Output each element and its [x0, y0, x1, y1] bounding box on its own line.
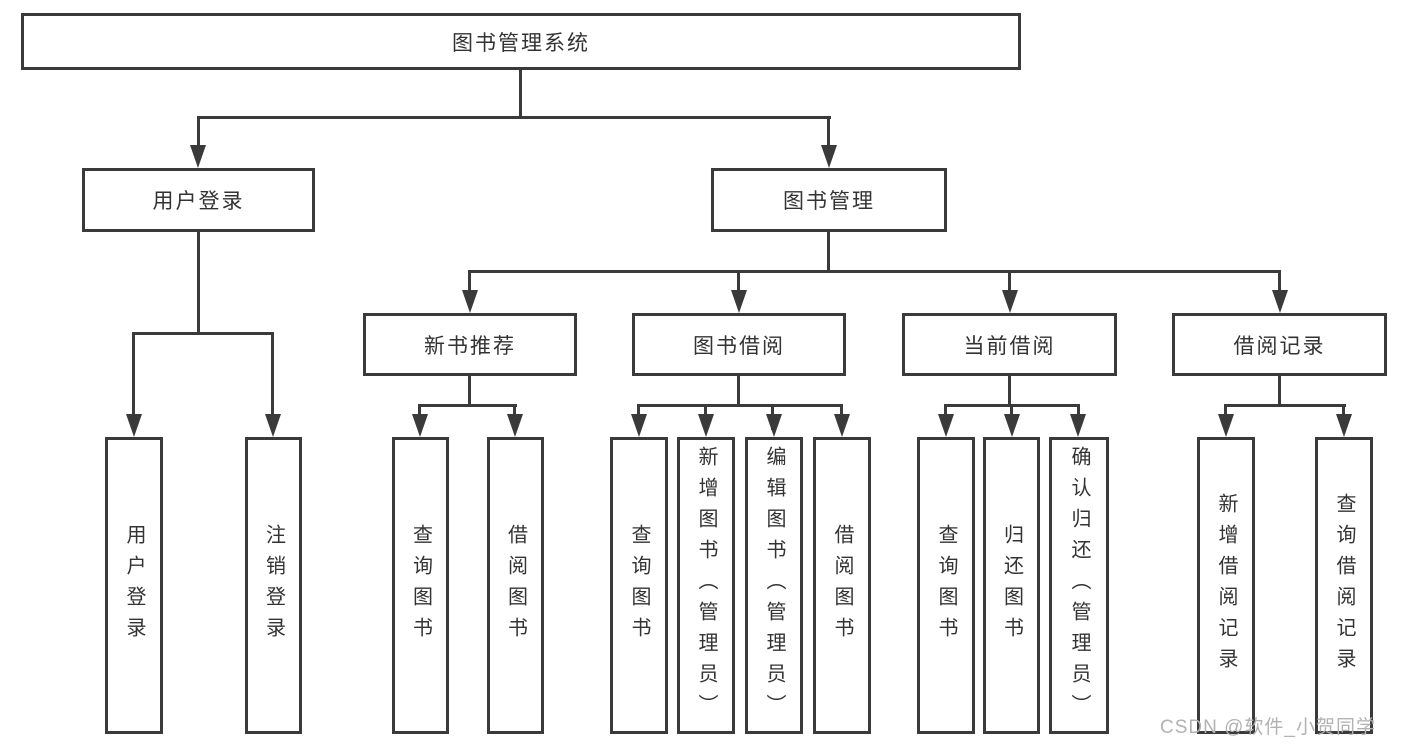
arrowhead-icon	[631, 414, 647, 437]
arrowhead-icon	[834, 414, 850, 437]
leaf-user-login: 用户登录	[105, 437, 163, 734]
connector-line	[132, 332, 274, 335]
arrowhead-icon	[1070, 414, 1086, 437]
leaf-confirm-return-admin: 确认归还（管理员）	[1049, 437, 1109, 734]
connector-line	[1278, 376, 1281, 405]
node-book-management: 图书管理	[711, 168, 947, 232]
leaf-logout-label: 注销登录	[262, 523, 285, 648]
leaf-edit-books-admin: 编辑图书（管理员）	[745, 437, 803, 734]
connector-line	[271, 332, 274, 420]
leaf-query-books-1-label: 查询图书	[409, 523, 432, 648]
leaf-query-books-2-label: 查询图书	[628, 523, 650, 648]
arrowhead-icon	[412, 414, 428, 437]
leaf-user-login-label: 用户登录	[123, 523, 145, 648]
connector-line	[637, 404, 843, 407]
arrowhead-icon	[766, 414, 782, 437]
node-new-book-recommend-label: 新书推荐	[424, 334, 516, 358]
leaf-borrow-books-2: 借阅图书	[813, 437, 871, 734]
connector-line	[1278, 270, 1281, 296]
leaf-edit-books-admin-label: 编辑图书（管理员）	[763, 446, 785, 725]
leaf-borrow-books-1-label: 借阅图书	[504, 523, 527, 648]
connector-line	[468, 270, 471, 296]
leaf-query-borrow-record: 查询借阅记录	[1315, 437, 1373, 734]
arrowhead-icon	[462, 290, 478, 313]
connector-line	[1224, 404, 1346, 407]
arrowhead-icon	[1272, 290, 1288, 313]
connector-line	[1008, 376, 1011, 405]
arrowhead-icon	[190, 145, 206, 168]
leaf-return-books: 归还图书	[983, 437, 1040, 734]
arrowhead-icon	[698, 414, 714, 437]
arrowhead-icon	[1004, 414, 1020, 437]
node-root: 图书管理系统	[21, 13, 1021, 70]
node-book-management-label: 图书管理	[783, 190, 875, 213]
node-current-borrow-label: 当前借阅	[963, 334, 1056, 358]
arrowhead-icon	[1002, 290, 1018, 313]
node-root-label: 图书管理系统	[452, 31, 590, 55]
arrowhead-icon	[821, 145, 837, 168]
leaf-confirm-return-admin-label: 确认归还（管理员）	[1068, 446, 1090, 725]
arrowhead-icon	[1218, 414, 1234, 437]
leaf-add-books-admin: 新增图书（管理员）	[677, 437, 735, 734]
connector-line	[737, 270, 740, 296]
connector-line	[737, 376, 740, 405]
arrowhead-icon	[938, 414, 954, 437]
connector-line	[468, 376, 471, 405]
arrowhead-icon	[731, 290, 747, 313]
leaf-borrow-books-1: 借阅图书	[487, 437, 544, 734]
connector-line	[519, 70, 522, 118]
leaf-query-books-3: 查询图书	[917, 437, 975, 734]
node-current-borrow: 当前借阅	[902, 313, 1117, 376]
connector-line	[827, 232, 830, 273]
leaf-logout: 注销登录	[245, 437, 302, 734]
connector-line	[197, 116, 831, 119]
leaf-query-books-2: 查询图书	[610, 437, 668, 734]
leaf-return-books-label: 归还图书	[1000, 523, 1023, 648]
leaf-query-books-3-label: 查询图书	[935, 523, 957, 648]
leaf-add-books-admin-label: 新增图书（管理员）	[695, 446, 717, 725]
connector-line	[197, 232, 200, 334]
leaf-query-borrow-record-label: 查询借阅记录	[1333, 492, 1355, 679]
leaf-add-borrow-record: 新增借阅记录	[1197, 437, 1255, 734]
arrowhead-icon	[1336, 414, 1352, 437]
connector-line	[468, 270, 1281, 273]
connector-line	[1008, 270, 1011, 296]
node-borrow-records-label: 借阅记录	[1233, 334, 1326, 358]
connector-line	[827, 116, 830, 150]
node-new-book-recommend: 新书推荐	[363, 313, 577, 376]
node-user-login-label: 用户登录	[152, 190, 245, 213]
node-user-login: 用户登录	[82, 168, 315, 232]
connector-line	[418, 404, 517, 407]
arrowhead-icon	[265, 414, 281, 437]
node-borrow-records: 借阅记录	[1172, 313, 1387, 376]
leaf-borrow-books-2-label: 借阅图书	[831, 523, 853, 648]
connector-line	[132, 332, 135, 420]
arrowhead-icon	[507, 414, 523, 437]
connector-line	[197, 116, 200, 150]
node-book-borrow: 图书借阅	[632, 313, 846, 376]
leaf-query-books-1: 查询图书	[392, 437, 449, 734]
node-book-borrow-label: 图书借阅	[693, 334, 785, 358]
leaf-add-borrow-record-label: 新增借阅记录	[1215, 492, 1237, 679]
csdn-watermark: CSDN @软件_小贺同学	[1160, 717, 1376, 738]
arrowhead-icon	[126, 414, 142, 437]
